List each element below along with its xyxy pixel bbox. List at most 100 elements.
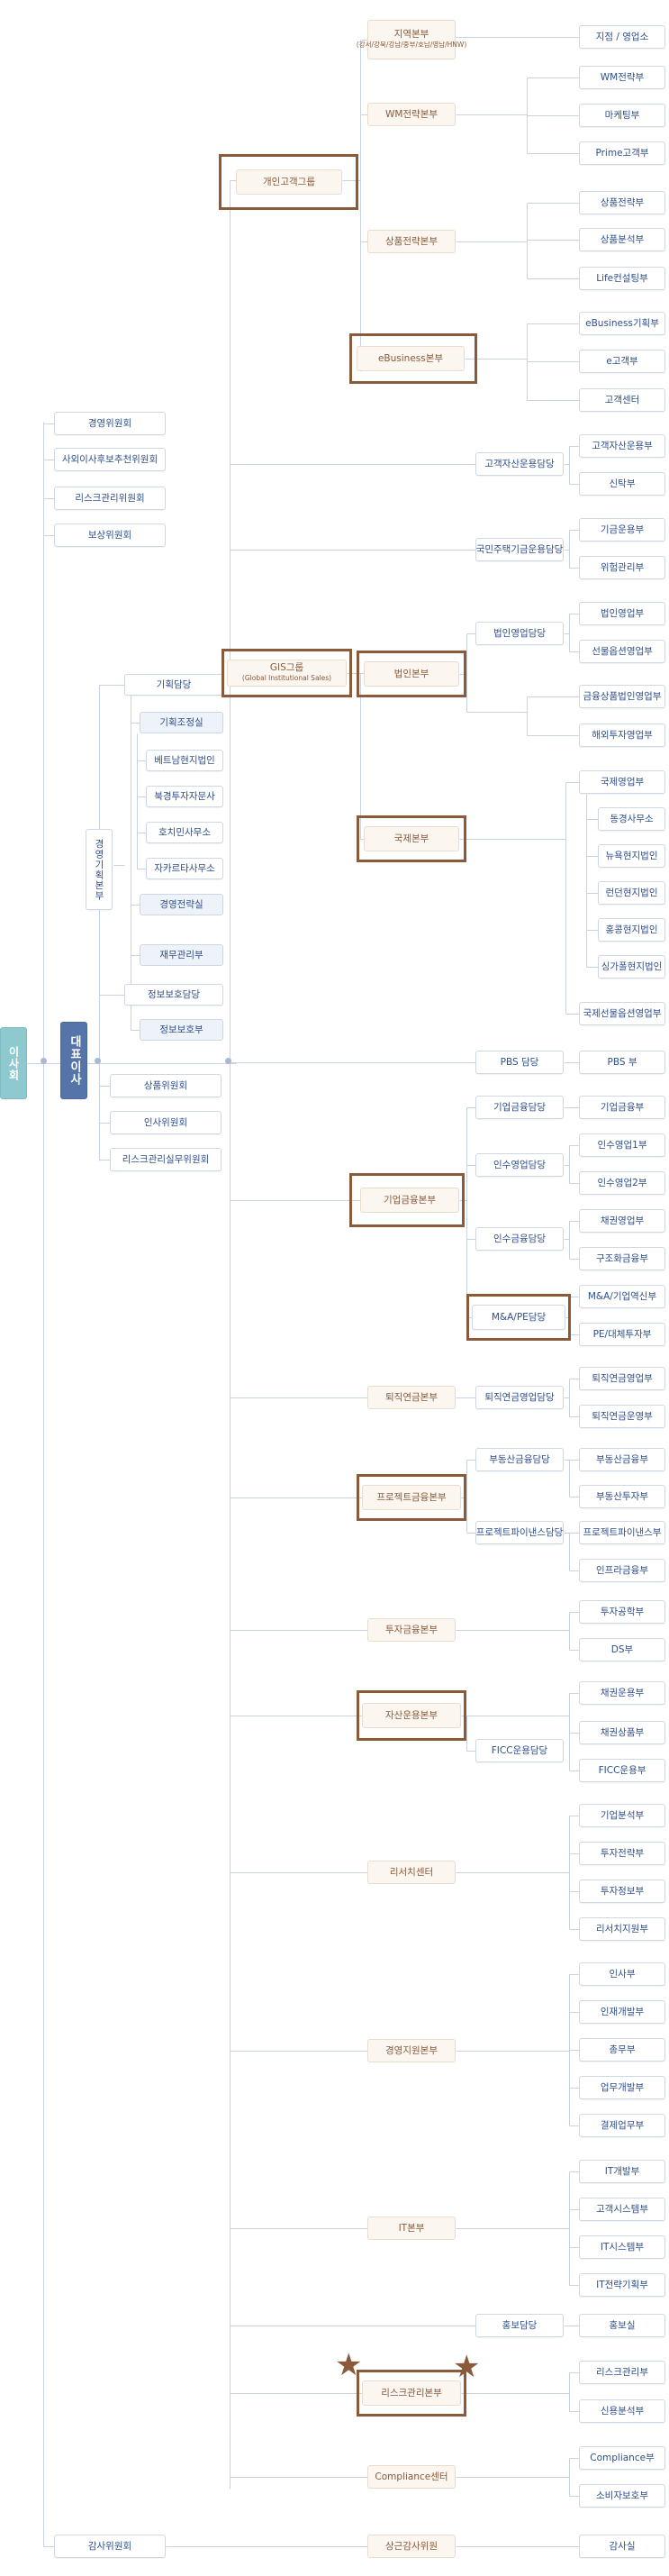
org-node[interactable]: 신탁부 [579, 472, 665, 496]
org-node[interactable]: 인수금융담당 [475, 1227, 564, 1251]
org-node[interactable]: 법인영업담당 [475, 622, 564, 645]
org-node[interactable]: 국제선물옵션영업부 [579, 1002, 665, 1025]
org-node[interactable]: Prime고객부 [579, 141, 665, 165]
org-node[interactable]: WM전략부 [579, 66, 665, 89]
org-node[interactable]: 총무부 [579, 2038, 665, 2062]
org-node[interactable]: FICC운용부 [579, 1759, 665, 1782]
org-node[interactable]: 법인영업부 [579, 602, 665, 625]
org-node[interactable]: 지점 / 영업소 [579, 25, 665, 49]
org-node[interactable]: 기업분석부 [579, 1804, 665, 1827]
org-node[interactable]: 기금운용부 [579, 518, 665, 542]
org-node[interactable]: 감사실 [579, 2535, 665, 2558]
org-node[interactable]: 경영전략실 [140, 894, 223, 915]
org-node[interactable]: GIS그룹(Global Institutional Sales) [227, 660, 347, 687]
org-node[interactable]: 국민주택기금운용담당 [475, 538, 564, 561]
org-node[interactable]: 업무개발부 [579, 2076, 665, 2099]
org-node[interactable]: 인재개발부 [579, 2000, 665, 2024]
org-node[interactable]: 경영위원회 [54, 412, 166, 435]
org-node[interactable]: 인사위원회 [110, 1111, 221, 1134]
org-node[interactable]: 리스크관리본부 [362, 2380, 461, 2406]
org-node[interactable]: 채권상품부 [579, 1721, 665, 1744]
org-node[interactable]: 인사부 [579, 1962, 665, 1986]
org-node[interactable]: 자카르타사무소 [146, 858, 223, 879]
org-node[interactable]: IT본부 [367, 2216, 456, 2240]
org-node[interactable]: FICC운용담당 [475, 1739, 564, 1762]
org-node[interactable]: Compliance센터 [367, 2465, 456, 2489]
org-node[interactable]: eBusiness기획부 [579, 312, 665, 335]
org-node[interactable]: 국제영업부 [579, 770, 665, 794]
org-node[interactable]: 기획담당 [124, 674, 223, 696]
org-node[interactable]: 인수영업2부 [579, 1171, 665, 1195]
org-node[interactable]: 리스크관리위원회 [54, 487, 166, 510]
org-node[interactable]: 동경사무소 [598, 807, 665, 831]
org-node[interactable]: PBS 부 [579, 1051, 665, 1074]
org-node[interactable]: 감사위원회 [54, 2535, 166, 2558]
org-node[interactable]: 경영기획본부 [86, 829, 113, 910]
org-node[interactable]: 채권운용부 [579, 1681, 665, 1705]
org-node[interactable]: PE/대체투자부 [579, 1323, 665, 1346]
org-node[interactable]: 부동산투자부 [579, 1485, 665, 1508]
org-node[interactable]: 퇴직연금운영부 [579, 1405, 665, 1428]
org-node[interactable]: Life컨설팅부 [579, 267, 665, 290]
org-node[interactable]: 싱가폴현지법인 [598, 955, 665, 979]
org-node[interactable]: 선물옵션영업부 [579, 640, 665, 663]
org-node[interactable]: PBS 담당 [475, 1051, 564, 1074]
org-node[interactable]: 법인본부 [364, 661, 459, 687]
org-node[interactable]: 자산운용본부 [362, 1703, 461, 1728]
org-node[interactable]: 고객자산운용부 [579, 434, 665, 458]
org-node[interactable]: 상품전략본부 [367, 230, 456, 253]
org-node[interactable]: 프로젝트파이낸스담당 [475, 1521, 564, 1544]
org-node[interactable]: 기획조정실 [140, 712, 223, 733]
org-node[interactable]: 뉴욕현지법인 [598, 844, 665, 868]
org-node[interactable]: 금융상품법인영업부 [579, 685, 665, 708]
org-node[interactable]: 리스크관리실무위원회 [110, 1148, 221, 1171]
org-node[interactable]: 대표이사 [60, 1022, 87, 1099]
org-node[interactable]: 구조화금융부 [579, 1247, 665, 1270]
org-node[interactable]: 재무관리부 [140, 944, 223, 966]
org-node[interactable]: M&A/PE담당 [472, 1305, 565, 1330]
org-node[interactable]: 퇴직연금영업담당 [475, 1386, 564, 1409]
org-node[interactable]: 해외투자영업부 [579, 724, 665, 747]
org-node[interactable]: 투자전략부 [579, 1842, 665, 1865]
org-node[interactable]: 국제본부 [364, 826, 459, 851]
org-node[interactable]: 북경투자자문사 [146, 786, 223, 807]
org-node[interactable]: IT시스템부 [579, 2235, 665, 2259]
org-node[interactable]: 홍보실 [579, 2314, 665, 2337]
org-node[interactable]: 홍보담당 [475, 2314, 564, 2337]
org-node[interactable]: 인수영업1부 [579, 1133, 665, 1157]
org-node[interactable]: 투자금융본부 [367, 1618, 456, 1642]
org-node[interactable]: DS부 [579, 1638, 665, 1661]
org-node[interactable]: 이사회 [0, 1027, 27, 1099]
org-node[interactable]: M&A/기업역신부 [579, 1285, 665, 1308]
org-node[interactable]: eBusiness본부 [357, 346, 465, 371]
org-node[interactable]: WM전략본부 [367, 103, 456, 126]
org-node[interactable]: 퇴직연금영업부 [579, 1367, 665, 1390]
org-node[interactable]: IT전략기획부 [579, 2273, 665, 2297]
org-node[interactable]: 부동산금융부 [579, 1448, 665, 1471]
org-node[interactable]: 인프라금융부 [579, 1559, 665, 1582]
org-node[interactable]: 프로젝트파이낸스부 [579, 1521, 665, 1544]
org-node[interactable]: 투자정보부 [579, 1880, 665, 1903]
org-node[interactable]: IT개발부 [579, 2160, 665, 2183]
org-node[interactable]: 지역본부(강서/강북/강남/중부/호남/영남/HNW) [357, 20, 466, 59]
org-node[interactable]: 투자공학부 [579, 1600, 665, 1624]
org-node[interactable]: 퇴직연금본부 [367, 1386, 456, 1409]
org-node[interactable]: 기업금융본부 [360, 1188, 459, 1213]
org-node[interactable]: 런던현지법인 [598, 881, 665, 905]
org-node[interactable]: 정보보호담당 [124, 984, 223, 1006]
org-node[interactable]: 사외이사후보추천위원회 [54, 448, 166, 471]
org-node[interactable]: 리서치지원부 [579, 1917, 665, 1941]
org-node[interactable]: 개인고객그룹 [236, 169, 342, 195]
org-node[interactable]: 위험관리부 [579, 556, 665, 579]
org-node[interactable]: 정보보호부 [140, 1019, 223, 1041]
org-node[interactable]: 고객시스템부 [579, 2198, 665, 2221]
org-node[interactable]: 인수영업담당 [475, 1153, 564, 1177]
org-node[interactable]: 소비자보호부 [579, 2484, 665, 2508]
org-node[interactable]: 상품분석부 [579, 228, 665, 251]
org-node[interactable]: 상품위원회 [110, 1074, 221, 1097]
org-node[interactable]: Compliance부 [579, 2446, 665, 2470]
org-node[interactable]: 채권영업부 [579, 1209, 665, 1233]
org-node[interactable]: 홍콩현지법인 [598, 918, 665, 942]
org-node[interactable]: 고객자산운용담당 [475, 452, 564, 476]
org-node[interactable]: 신용분석부 [579, 2399, 665, 2423]
